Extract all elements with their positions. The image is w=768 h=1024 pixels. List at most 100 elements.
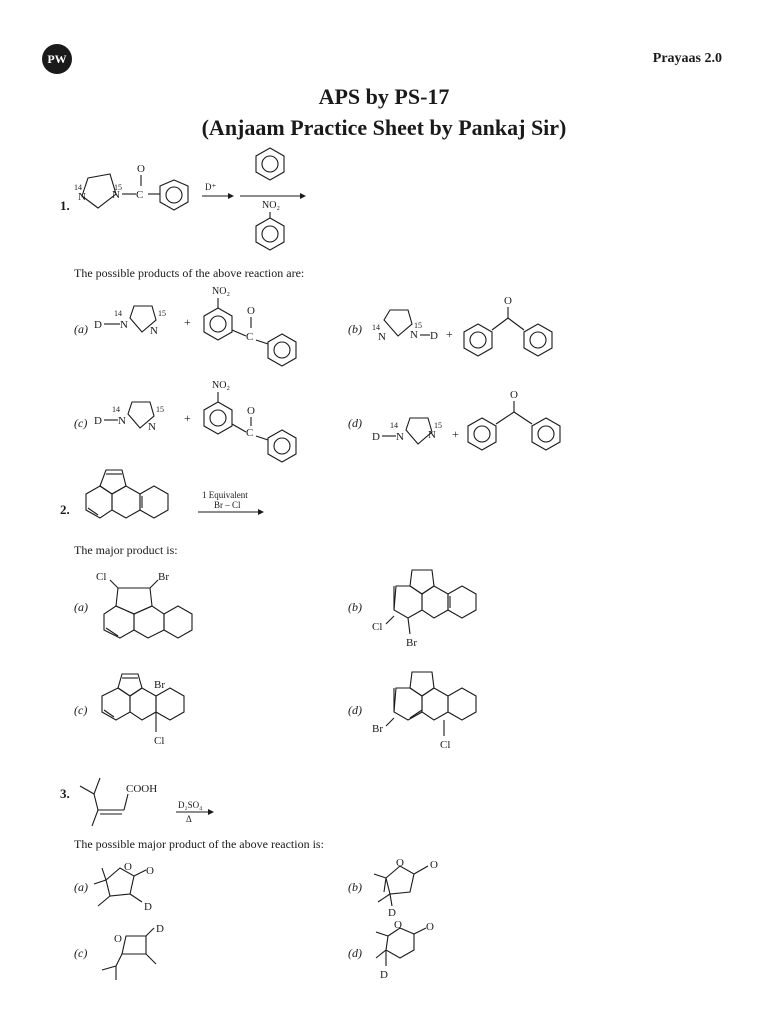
svg-text:+: + [446, 327, 453, 341]
question-3-stem: The possible major product of the above … [74, 837, 324, 851]
svg-text:NO₂: NO₂ [262, 200, 280, 211]
q1-option-c-label[interactable]: (c) [74, 416, 88, 430]
svg-text:N: N [378, 331, 386, 343]
svg-text:Br – Cl: Br – Cl [214, 500, 241, 510]
svg-text:15: 15 [156, 405, 164, 414]
svg-text:N: N [428, 429, 436, 441]
svg-text:D: D [388, 907, 396, 919]
svg-text:NO₂: NO₂ [212, 380, 230, 391]
svg-text:15: 15 [114, 183, 122, 192]
svg-text:O: O [114, 933, 122, 945]
q1-option-a-label[interactable]: (a) [74, 322, 88, 336]
question-2-number: 2. [60, 502, 70, 517]
q2-option-b-label[interactable]: (b) [348, 600, 362, 614]
svg-text:D₂SO₄: D₂SO₄ [178, 800, 202, 810]
svg-text:NO₂: NO₂ [212, 286, 230, 297]
svg-text:Cl: Cl [372, 621, 382, 633]
svg-text:D: D [372, 431, 380, 443]
q1-option-b-label[interactable]: (b) [348, 322, 362, 336]
svg-text:14: 14 [74, 183, 82, 192]
svg-text:O: O [124, 861, 132, 873]
q2-option-c-structure: Br Cl [101, 673, 185, 747]
svg-text:N: N [150, 325, 158, 337]
q2-option-b-structure: Cl Br [372, 569, 477, 649]
svg-text:Cl: Cl [440, 739, 450, 751]
q3-option-a-structure: O O D [93, 861, 154, 913]
svg-text:15: 15 [434, 421, 442, 430]
q1-option-a-structure: D 14 N 15 N + NO₂ C O [94, 286, 297, 367]
q2-option-a-structure: Cl Br [96, 571, 193, 639]
svg-text:Br: Br [406, 637, 417, 649]
svg-text:N: N [78, 191, 86, 203]
question-1-number: 1. [60, 198, 70, 213]
question-3-number: 3. [60, 786, 70, 801]
q3-reactant-structure: COOH D₂SO₄ Δ [79, 777, 214, 827]
svg-text:N: N [396, 431, 404, 443]
svg-text:1 Equivalent: 1 Equivalent [202, 490, 248, 500]
svg-text:O: O [510, 389, 518, 401]
q3-option-b-structure: O O D [373, 857, 438, 919]
svg-text:14: 14 [390, 421, 398, 430]
svg-text:Br: Br [372, 723, 383, 735]
q2-option-c-label[interactable]: (c) [74, 703, 88, 717]
svg-text:O: O [504, 295, 512, 307]
svg-text:15: 15 [414, 321, 422, 330]
svg-text:O: O [146, 865, 154, 877]
q3-option-c-structure: O D [101, 923, 164, 980]
svg-text:O: O [247, 405, 255, 417]
q1-option-c-structure: D 14 N 15 N + NO₂ C O [94, 380, 297, 463]
q1-option-d-label[interactable]: (d) [348, 416, 362, 430]
svg-text:C: C [246, 427, 253, 439]
svg-text:O: O [247, 305, 255, 317]
svg-text:N: N [148, 421, 156, 433]
question-1-stem: The possible products of the above react… [74, 266, 305, 280]
svg-text:C: C [246, 331, 253, 343]
q1-reactant-structure: 14 N 15 N C O D⁺ NO₂ [74, 147, 306, 251]
svg-text:O: O [430, 859, 438, 871]
svg-text:N: N [112, 189, 120, 201]
svg-text:O: O [426, 921, 434, 933]
svg-text:D: D [156, 923, 164, 935]
svg-text:D: D [94, 319, 102, 331]
svg-text:O: O [396, 857, 404, 869]
svg-text:Δ: Δ [186, 814, 192, 824]
q1-option-b-structure: 14 N 15 N D + O [372, 295, 553, 357]
svg-text:O: O [394, 919, 402, 931]
pw-logo: PW [42, 44, 72, 74]
svg-text:Cl: Cl [96, 571, 106, 583]
question-2-stem: The major product is: [74, 543, 178, 557]
svg-text:Br: Br [154, 679, 165, 691]
sheet-title: APS by PS-17 [318, 84, 450, 109]
q3-option-b-label[interactable]: (b) [348, 880, 362, 894]
svg-text:D: D [94, 415, 102, 427]
svg-text:+: + [184, 411, 191, 425]
svg-text:N: N [410, 329, 418, 341]
q2-reactant-structure: 1 Equivalent Br – Cl [85, 469, 264, 519]
svg-text:COOH: COOH [126, 783, 157, 795]
svg-text:Br: Br [158, 571, 169, 583]
svg-text:+: + [452, 427, 459, 441]
svg-text:N: N [118, 415, 126, 427]
svg-text:C: C [136, 189, 143, 201]
svg-text:O: O [137, 163, 145, 175]
q3-option-c-label[interactable]: (c) [74, 946, 88, 960]
svg-text:14: 14 [112, 405, 120, 414]
svg-text:D⁺: D⁺ [205, 182, 216, 192]
svg-text:N: N [120, 319, 128, 331]
q2-option-a-label[interactable]: (a) [74, 600, 88, 614]
svg-text:14: 14 [114, 309, 122, 318]
brand-label: Prayaas 2.0 [652, 51, 722, 66]
svg-text:D: D [380, 969, 388, 981]
svg-text:Cl: Cl [154, 735, 164, 747]
svg-text:D: D [430, 330, 438, 342]
q3-option-d-structure: O O D [375, 919, 434, 981]
q1-option-d-structure: D 14 N 15 N + O [372, 389, 561, 451]
svg-text:14: 14 [372, 323, 380, 332]
svg-text:D: D [144, 901, 152, 913]
sheet-subtitle: (Anjaam Practice Sheet by Pankaj Sir) [201, 115, 567, 140]
svg-text:+: + [184, 315, 191, 329]
svg-text:15: 15 [158, 309, 166, 318]
q3-option-a-label[interactable]: (a) [74, 880, 88, 894]
q2-option-d-label[interactable]: (d) [348, 703, 362, 717]
q3-option-d-label[interactable]: (d) [348, 946, 362, 960]
